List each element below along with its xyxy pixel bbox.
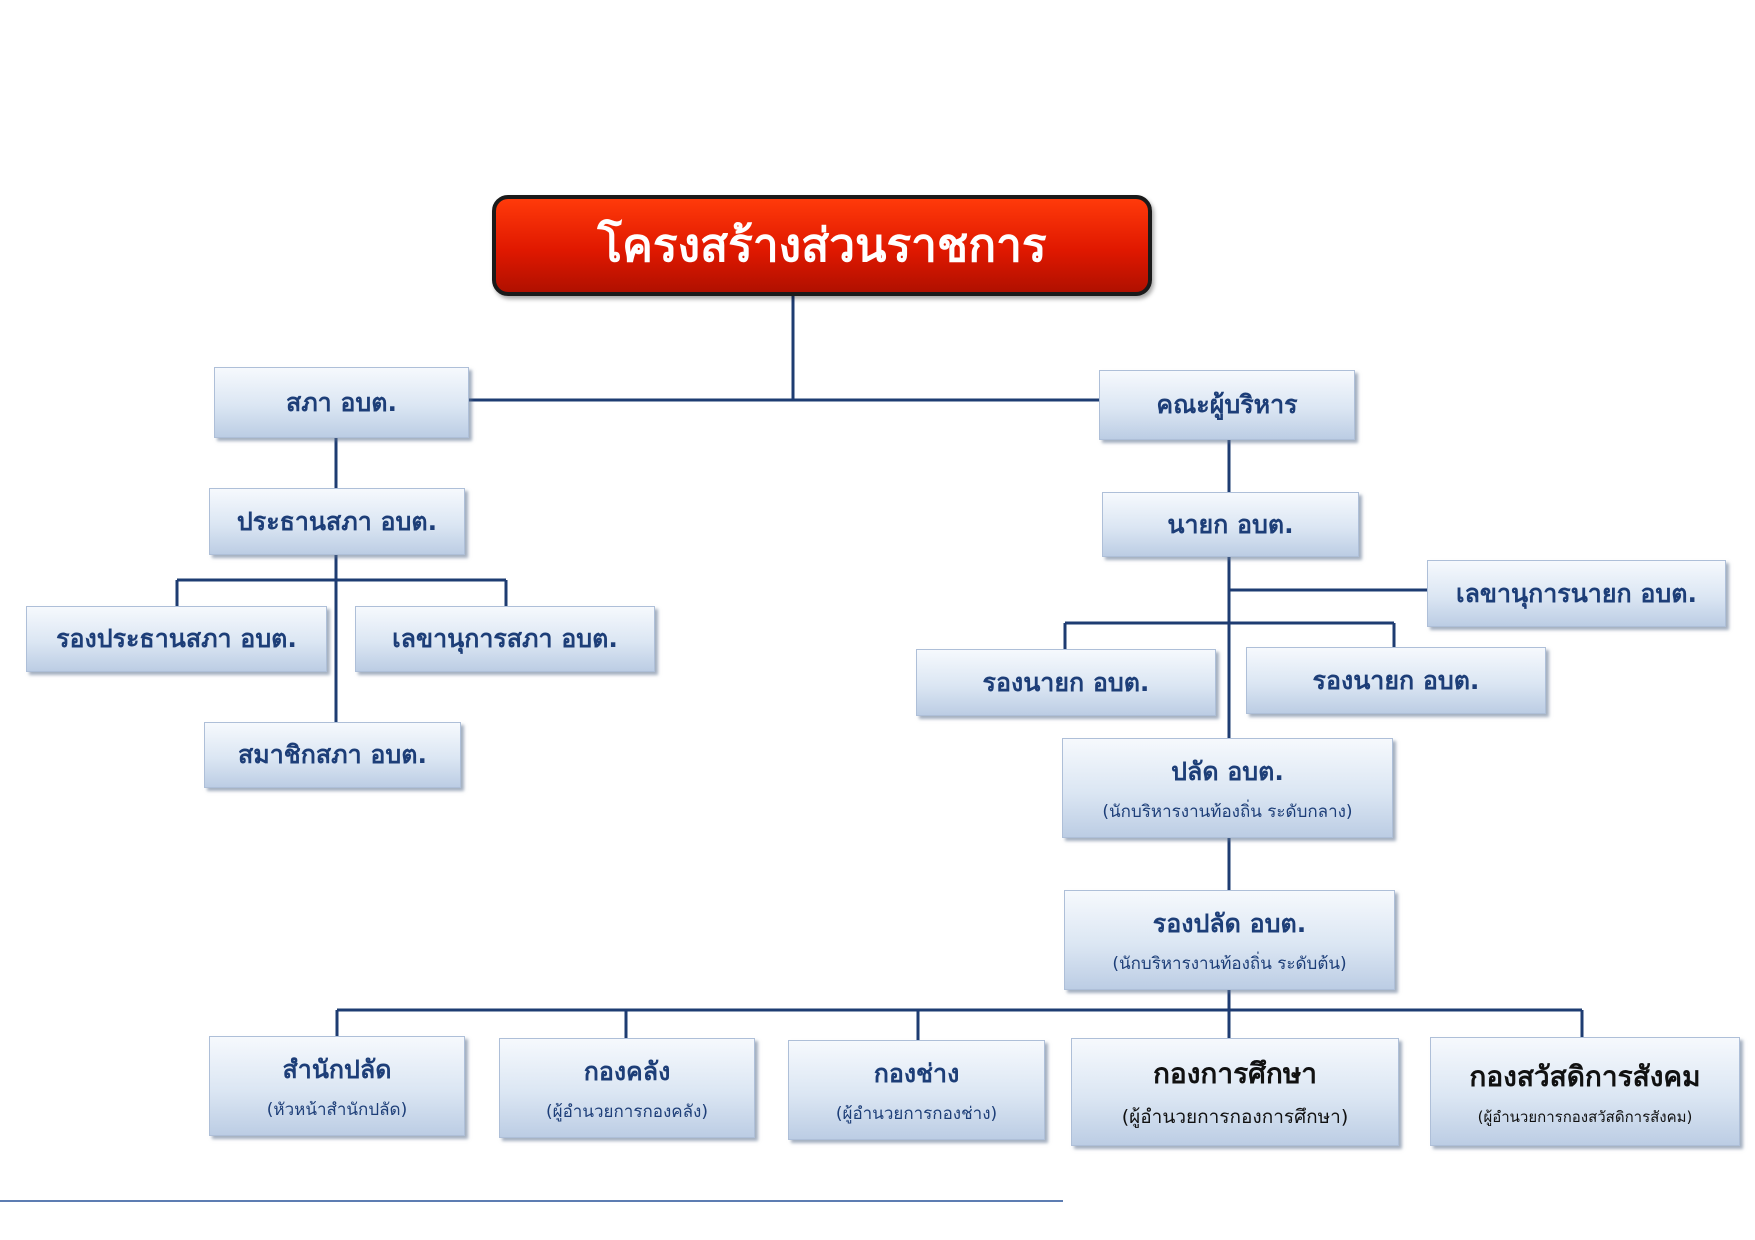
department-node-4: กองการศึกษา (ผู้อำนวยการกองการศึกษา) — [1071, 1038, 1399, 1146]
deputy-mayor-node-2: รองนายก อบต. — [1246, 647, 1546, 714]
council-vice-chair-label: รองประธานสภา อบต. — [56, 624, 297, 653]
chart-title: โครงสร้างส่วนราชการ — [492, 195, 1152, 296]
mayor-node: นายก อบต. — [1102, 492, 1359, 557]
clerk-node: ปลัด อบต. (นักบริหารงานท้องถิ่น ระดับกลา… — [1062, 738, 1393, 838]
deputy-mayor-label-1: รองนายก อบต. — [982, 667, 1150, 697]
department-sub-label-5: (ผู้อำนวยการกองสวัสดิการสังคม) — [1477, 1107, 1693, 1126]
deputy-clerk-node: รองปลัด อบต. (นักบริหารงานท้องถิ่น ระดับ… — [1064, 890, 1395, 990]
department-label-2: กองคลัง — [583, 1056, 671, 1086]
executive-board-node: คณะผู้บริหาร — [1099, 370, 1355, 440]
department-node-3: กองช่าง (ผู้อำนวยการกองช่าง) — [788, 1040, 1045, 1140]
council-members-node: สมาชิกสภา อบต. — [204, 722, 461, 788]
mayor-label: นายก อบต. — [1167, 509, 1294, 539]
clerk-label: ปลัด อบต. — [1171, 756, 1284, 786]
council-secretary-label: เลขานุการสภา อบต. — [392, 624, 618, 653]
mayor-secretary-node: เลขานุการนายก อบต. — [1427, 560, 1726, 627]
mayor-secretary-label: เลขานุการนายก อบต. — [1456, 578, 1697, 608]
department-sub-label-2: (ผู้อำนวยการกองคลัง) — [546, 1101, 708, 1122]
deputy-clerk-label: รองปลัด อบต. — [1152, 908, 1307, 938]
department-sub-label-3: (ผู้อำนวยการกองช่าง) — [835, 1103, 998, 1124]
department-label-3: กองช่าง — [873, 1058, 960, 1088]
department-label-4: กองการศึกษา — [1152, 1057, 1318, 1090]
department-label-5: กองสวัสดิการสังคม — [1469, 1059, 1701, 1093]
department-sub-label-4: (ผู้อำนวยการกองการศึกษา) — [1121, 1106, 1349, 1128]
footer-divider — [0, 1200, 1063, 1202]
department-sub-label-1: (หัวหน้าสำนักปลัด) — [266, 1099, 408, 1120]
clerk-sub-label: (นักบริหารงานท้องถิ่น ระดับกลาง) — [1102, 801, 1353, 822]
council-node: สภา อบต. — [214, 367, 469, 438]
department-node-1: สำนักปลัด (หัวหน้าสำนักปลัด) — [209, 1036, 465, 1136]
department-node-5: กองสวัสดิการสังคม (ผู้อำนวยการกองสวัสดิก… — [1430, 1037, 1740, 1146]
council-secretary-node: เลขานุการสภา อบต. — [355, 606, 655, 672]
council-chair-node: ประธานสภา อบต. — [209, 488, 465, 555]
council-chair-label: ประธานสภา อบต. — [236, 506, 438, 536]
deputy-mayor-label-2: รองนายก อบต. — [1312, 665, 1480, 695]
deputy-mayor-node-1: รองนายก อบต. — [916, 649, 1216, 716]
department-node-2: กองคลัง (ผู้อำนวยการกองคลัง) — [499, 1038, 755, 1138]
council-vice-chair-node: รองประธานสภา อบต. — [26, 606, 327, 672]
council-label: สภา อบต. — [285, 387, 398, 417]
department-label-1: สำนักปลัด — [282, 1054, 392, 1084]
executive-board-label: คณะผู้บริหาร — [1156, 390, 1298, 419]
blank-area — [1063, 1145, 1755, 1240]
council-members-label: สมาชิกสภา อบต. — [238, 740, 427, 769]
deputy-clerk-sub-label: (นักบริหารงานท้องถิ่น ระดับต้น) — [1112, 953, 1347, 974]
